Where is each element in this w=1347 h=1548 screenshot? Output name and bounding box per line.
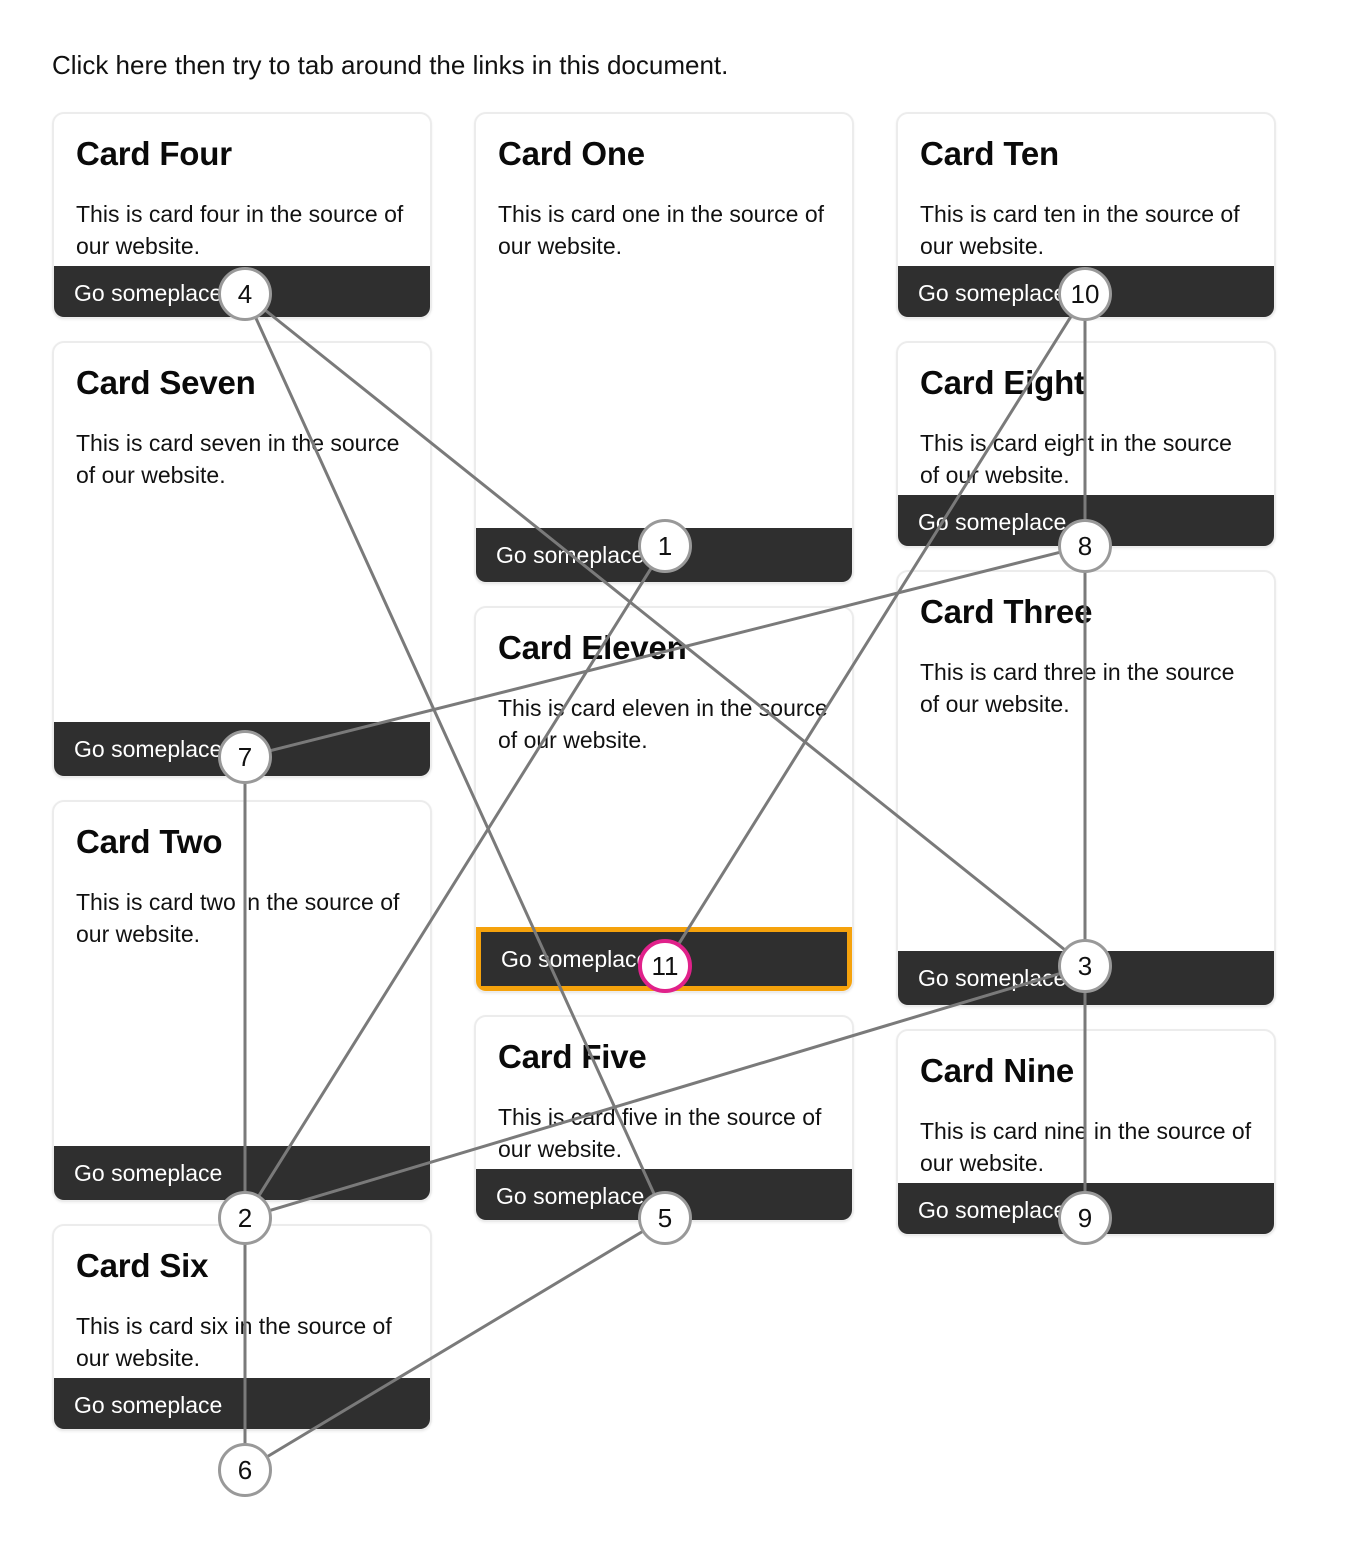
card-link[interactable]: Go someplace [54,266,430,317]
card-link[interactable]: Go someplace [476,1169,852,1220]
card-link[interactable]: Go someplace [898,951,1274,1005]
card-description: This is card one in the source of our we… [498,201,824,259]
card-title: Card Two [76,823,223,860]
card-title: Card Three [920,593,1093,630]
card-link[interactable]: Go someplace [54,1378,430,1429]
card-description: This is card ten in the source of our we… [920,201,1240,259]
card-description: This is card eleven in the source of our… [498,695,828,753]
card-description: This is card five in the source of our w… [498,1104,822,1162]
card-title: Card Seven [76,364,256,401]
card-title: Card Eleven [498,629,687,666]
card-link[interactable]: Go someplace [54,1146,430,1200]
card-description: This is card seven in the source of our … [76,430,400,488]
card-description: This is card nine in the source of our w… [920,1118,1252,1176]
card-description: This is card eight in the source of our … [920,430,1232,488]
card-link[interactable]: Go someplace [476,927,852,991]
card-link[interactable]: Go someplace [54,722,430,776]
card-title: Card Nine [920,1052,1075,1089]
card-title: Card Ten [920,135,1059,172]
card-description: This is card six in the source of our we… [76,1313,392,1371]
card-title: Card One [498,135,645,172]
card-link[interactable]: Go someplace [898,495,1274,546]
card-link[interactable]: Go someplace [898,266,1274,317]
card-title: Card Five [498,1038,647,1075]
card-description: This is card two in the source of our we… [76,889,400,947]
card-title: Card Six [76,1247,209,1284]
card-link[interactable]: Go someplace [476,528,852,582]
card-description: This is card three in the source of our … [920,659,1235,717]
tab-order-badge-6: 6 [218,1443,272,1497]
card-title: Card Eight [920,364,1085,401]
card-link[interactable]: Go someplace [898,1183,1274,1234]
intro-text: Click here then try to tab around the li… [52,50,729,80]
card-description: This is card four in the source of our w… [76,201,404,259]
card-title: Card Four [76,135,232,172]
